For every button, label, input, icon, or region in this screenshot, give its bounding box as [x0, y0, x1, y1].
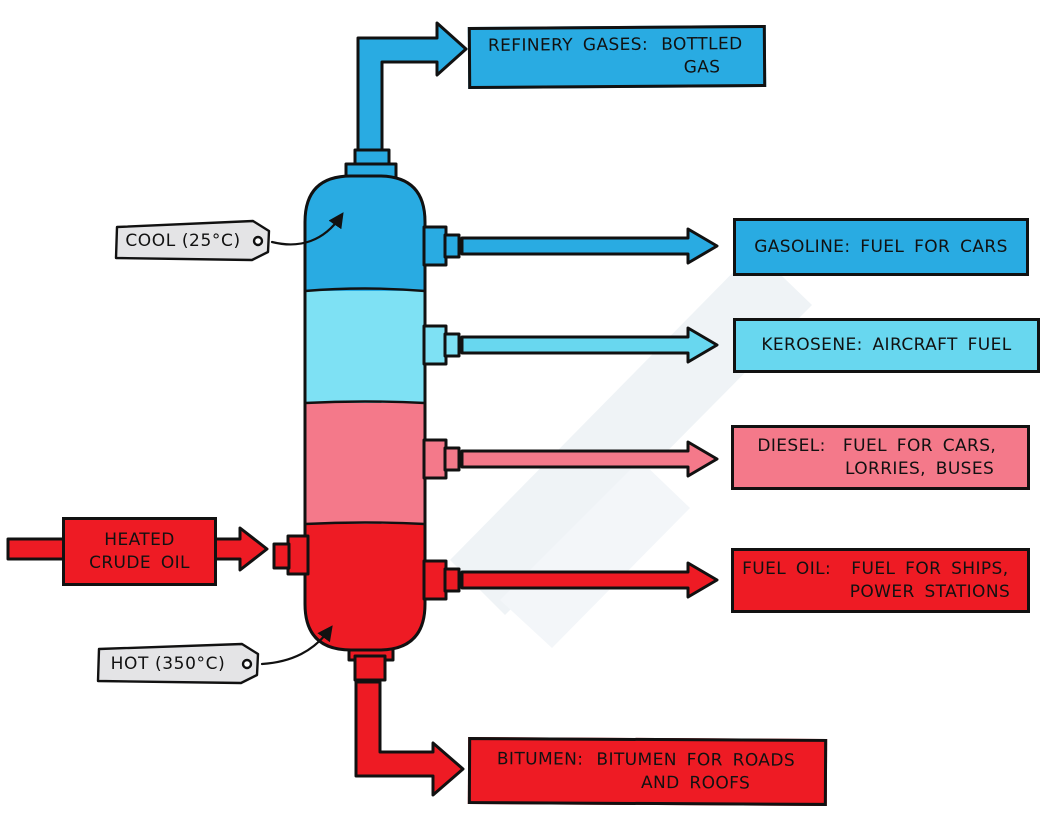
fraction-box-fuel-oil: FUEL OIL: FUEL FOR SHIPS, POWER STATIONS — [731, 548, 1030, 613]
watermark — [450, 250, 812, 615]
column-band-4 — [305, 524, 425, 650]
fraction-name: FUEL OIL: — [742, 558, 832, 579]
bitumen-pipe-arrow — [354, 680, 465, 797]
band-divider — [304, 400, 426, 405]
cool-tag-hole — [252, 235, 264, 247]
hot-tag-shape — [96, 642, 260, 685]
fraction-use: BOTTLED GAS — [661, 34, 743, 78]
crude-inlet-nozzle-tip — [272, 542, 291, 570]
fuel-oil-nozzle — [422, 559, 448, 601]
fraction-box-diesel: DIESEL: FUEL FOR CARS, LORRIES, BUSES — [731, 425, 1030, 490]
fraction-box-refinery-gases: REFINERY GASES: BOTTLED GAS — [467, 24, 767, 90]
fraction-box-gasoline: GASOLINE: FUEL FOR CARS — [733, 218, 1029, 276]
fuel-oil-arrow — [460, 561, 719, 599]
column-band-3 — [305, 403, 425, 524]
fraction-box-kerosene: KEROSENE: AIRCRAFT FUEL — [733, 318, 1040, 373]
fraction-use: FUEL FOR CARS — [860, 236, 1008, 257]
cool-temperature-tag: COOL (25°C) — [125, 231, 241, 251]
fraction-name: GASOLINE: — [754, 236, 851, 257]
diesel-arrow — [460, 440, 719, 478]
gasoline-arrow — [460, 227, 719, 265]
watermark — [500, 460, 690, 648]
fraction-name: DIESEL: — [757, 435, 826, 456]
fraction-use: AIRCRAFT FUEL — [872, 335, 1012, 356]
cool-tag-shape — [114, 219, 271, 262]
hot-tag-hole — [241, 658, 253, 670]
band-divider — [304, 521, 426, 526]
band-divider — [304, 287, 426, 293]
inlet-label: HEATED CRUDE OIL — [89, 529, 190, 573]
hot-pointer-arrow — [260, 625, 333, 666]
heated-crude-oil-box: HEATED CRUDE OIL — [62, 517, 217, 586]
fraction-name: KEROSENE: — [761, 335, 863, 356]
refinery-gases-pipe-arrow — [356, 21, 468, 154]
gasoline-nozzle — [422, 225, 448, 267]
diesel-nozzle — [422, 438, 448, 480]
kerosene-nozzle-tip — [443, 332, 461, 358]
fraction-use: FUEL FOR SHIPS, POWER STATIONS — [849, 558, 1011, 602]
column-band-2 — [305, 291, 425, 404]
kerosene-arrow — [460, 326, 719, 364]
fraction-use: BITUMEN FOR ROADS AND ROOFS — [596, 749, 796, 794]
fraction-name: REFINERY GASES: — [487, 34, 649, 56]
diesel-nozzle-tip — [443, 446, 461, 472]
gasoline-nozzle-tip — [443, 233, 461, 259]
fraction-name: BITUMEN: — [496, 748, 584, 770]
hot-temperature-tag: HOT (350°C) — [110, 654, 226, 674]
cool-pointer-arrow — [270, 212, 344, 246]
fraction-box-bitumen: BITUMEN: BITUMEN FOR ROADS AND ROOFS — [467, 737, 828, 806]
crude-inlet-nozzle — [286, 534, 310, 576]
column-bottom-neck — [353, 654, 387, 682]
column-outline — [303, 174, 427, 652]
column-band-1 — [305, 176, 425, 292]
distillation-column — [305, 176, 425, 650]
kerosene-nozzle — [422, 324, 448, 366]
fuel-oil-nozzle-tip — [443, 567, 461, 593]
fraction-use: FUEL FOR CARS, LORRIES, BUSES — [842, 435, 997, 479]
